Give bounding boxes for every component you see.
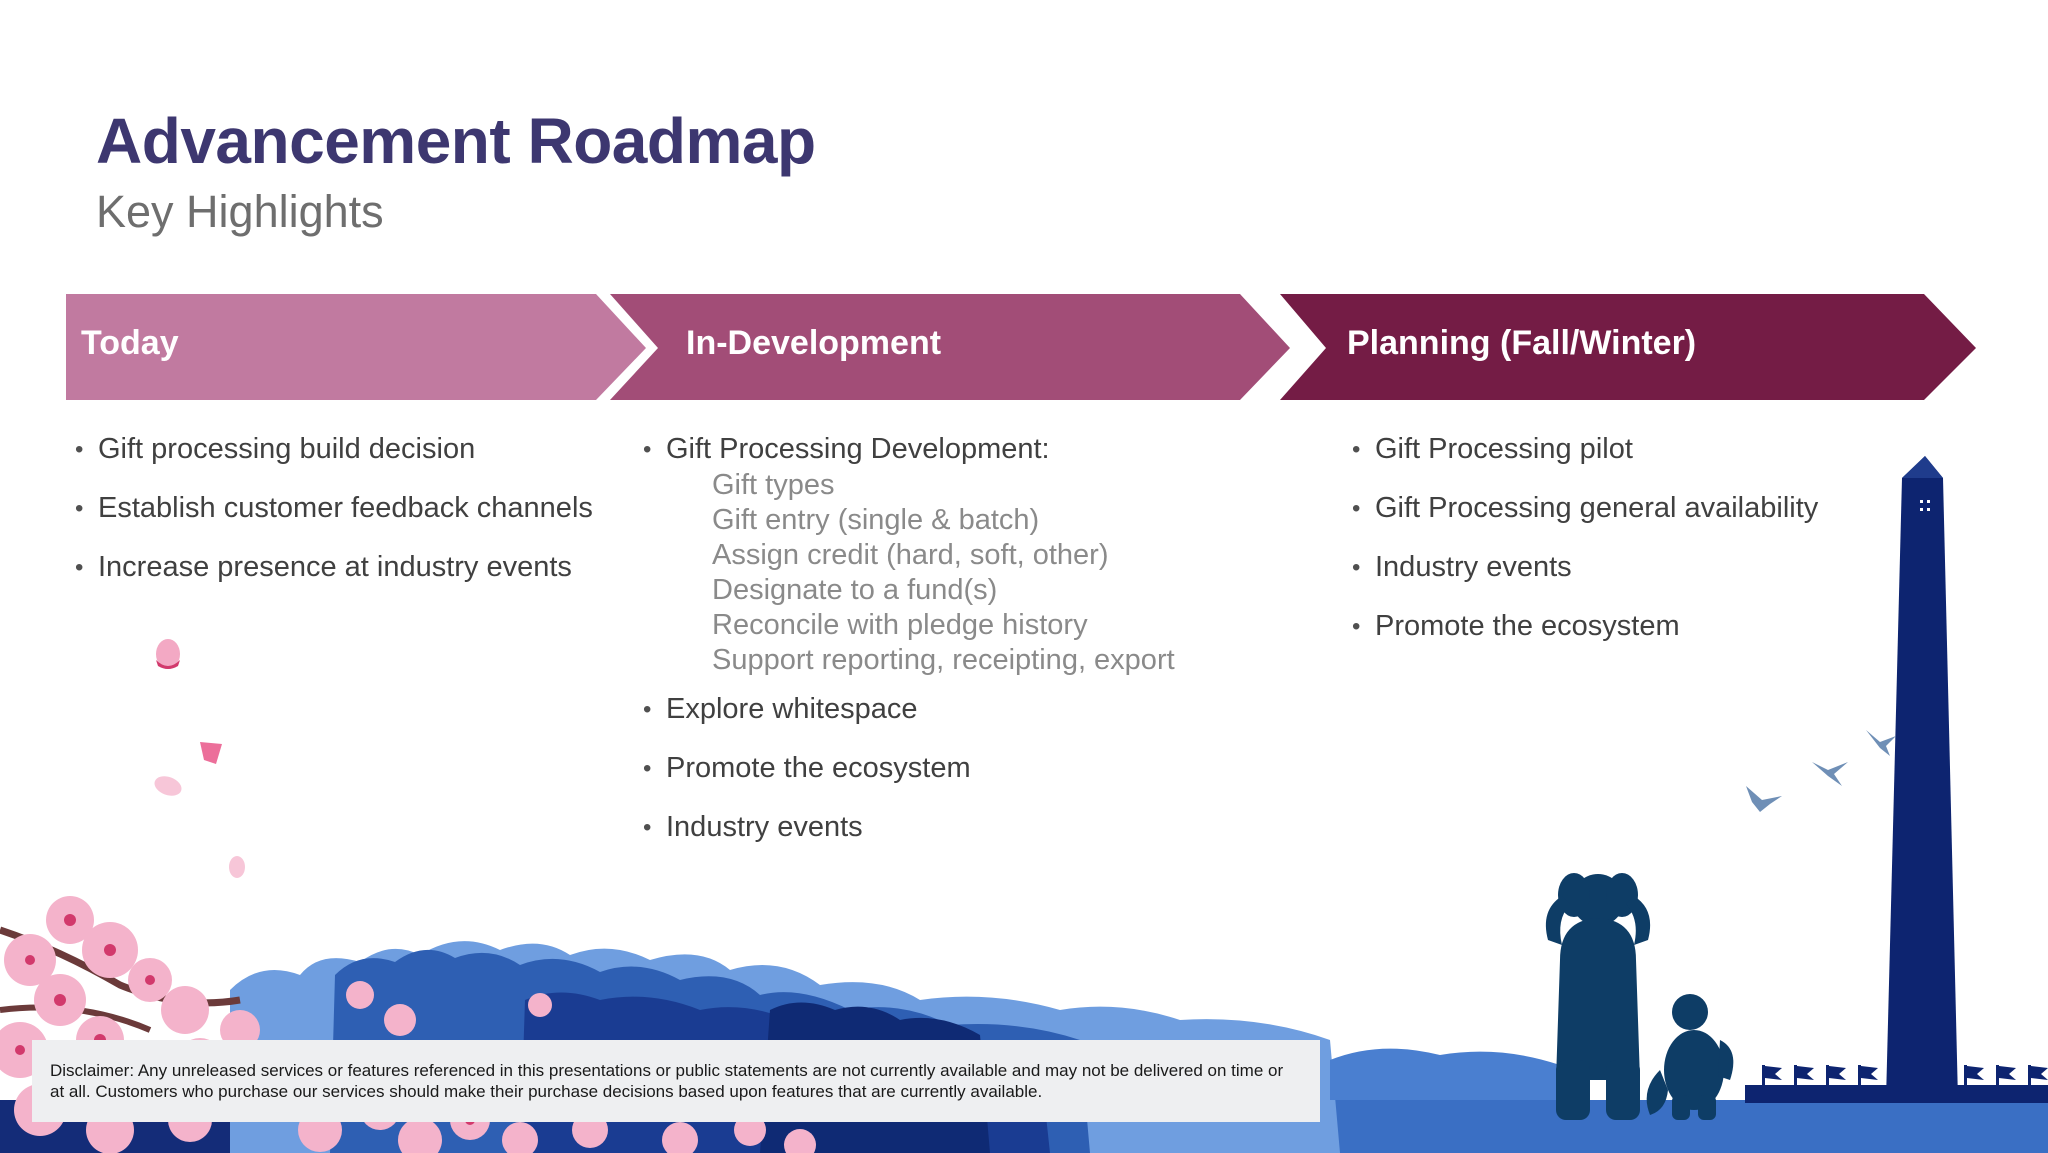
chevron-today (66, 294, 646, 400)
bear-mascot-icon (1545, 873, 1651, 1120)
falling-petal-icon (154, 639, 245, 878)
disclaimer-box: Disclaimer: Any unreleased services or f… (32, 1040, 1320, 1122)
raccoon-mascot-icon (1646, 994, 1734, 1120)
phase-label-today: Today (81, 324, 179, 362)
bullet-item: Explore whitespace (643, 692, 1175, 727)
bullet-item: Gift Processing pilot (1352, 432, 1818, 467)
phase-label-planning: Planning (Fall/Winter) (1347, 324, 1697, 362)
bullet-list-in-development: Gift Processing Development: Gift types … (643, 432, 1175, 845)
bullet-item: Promote the ecosystem (643, 751, 1175, 786)
phase-label-in-development: In-Development (686, 324, 942, 362)
column-planning: Gift Processing pilot Gift Processing ge… (1352, 432, 1818, 668)
chevron-in-development (610, 294, 1290, 400)
sub-bullet-item: Reconcile with pledge history (712, 609, 1088, 641)
disclaimer-line: Disclaimer: Any unreleased services or f… (50, 1061, 1284, 1080)
sub-bullet-list: Gift types Gift entry (single & batch) A… (712, 468, 1175, 678)
bullet-item: Industry events (1352, 550, 1818, 585)
slide-title: Advancement Roadmap (96, 105, 816, 177)
bullet-item: Promote the ecosystem (1352, 609, 1818, 644)
sub-bullet-item: Gift types (712, 469, 835, 501)
flag-icon (1762, 1065, 2048, 1090)
bullet-item: Gift processing build decision (75, 432, 593, 467)
bullet-item: Increase presence at industry events (75, 550, 593, 585)
bullet-item-label: Gift Processing Development: (666, 433, 1050, 465)
monument-icon (1745, 456, 2048, 1103)
bullet-list-today: Gift processing build decision Establish… (75, 432, 593, 585)
roadmap-chevrons (66, 294, 1976, 400)
bullet-item: Industry events (643, 810, 1175, 845)
bullet-item: Gift Processing general availability (1352, 491, 1818, 526)
chevron-planning (1280, 294, 1976, 400)
column-today: Gift processing build decision Establish… (75, 432, 593, 609)
column-in-development: Gift Processing Development: Gift types … (643, 432, 1175, 869)
sub-bullet-item: Gift entry (single & batch) (712, 504, 1040, 536)
bullet-list-planning: Gift Processing pilot Gift Processing ge… (1352, 432, 1818, 644)
sub-bullet-item: Designate to a fund(s) (712, 574, 998, 606)
bird-icon (1746, 730, 1896, 812)
sub-bullet-item: Assign credit (hard, soft, other) (712, 539, 1109, 571)
slide-subtitle: Key Highlights (96, 186, 384, 237)
bullet-item-with-sublist: Gift Processing Development: Gift types … (643, 432, 1175, 678)
bullet-item: Establish customer feedback channels (75, 491, 593, 526)
disclaimer-line: at all. Customers who purchase our servi… (50, 1082, 1043, 1101)
sub-bullet-item: Support reporting, receipting, export (712, 644, 1175, 676)
